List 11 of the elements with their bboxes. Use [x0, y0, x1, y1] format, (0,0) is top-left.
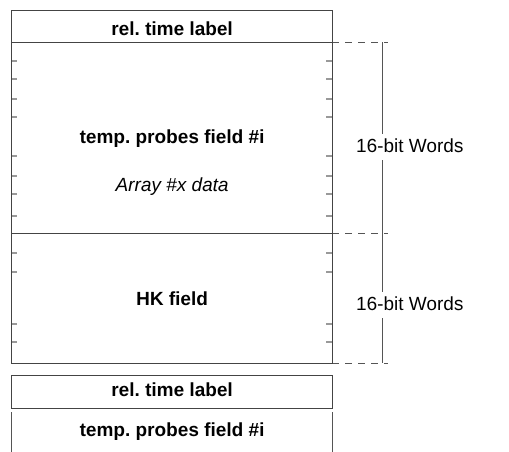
field-name: HK field — [136, 289, 208, 311]
field-box — [11, 10, 333, 43]
field-box — [11, 42, 333, 234]
field-name: temp. probes field #i — [80, 420, 264, 442]
field-box — [11, 375, 333, 409]
field-name: rel. time label — [111, 19, 233, 41]
open-field-box — [11, 412, 333, 452]
field-name: temp. probes field #i — [80, 127, 264, 149]
field-description: Array #x data — [116, 175, 228, 197]
field-name: rel. time label — [111, 380, 233, 402]
field-box — [11, 233, 333, 364]
